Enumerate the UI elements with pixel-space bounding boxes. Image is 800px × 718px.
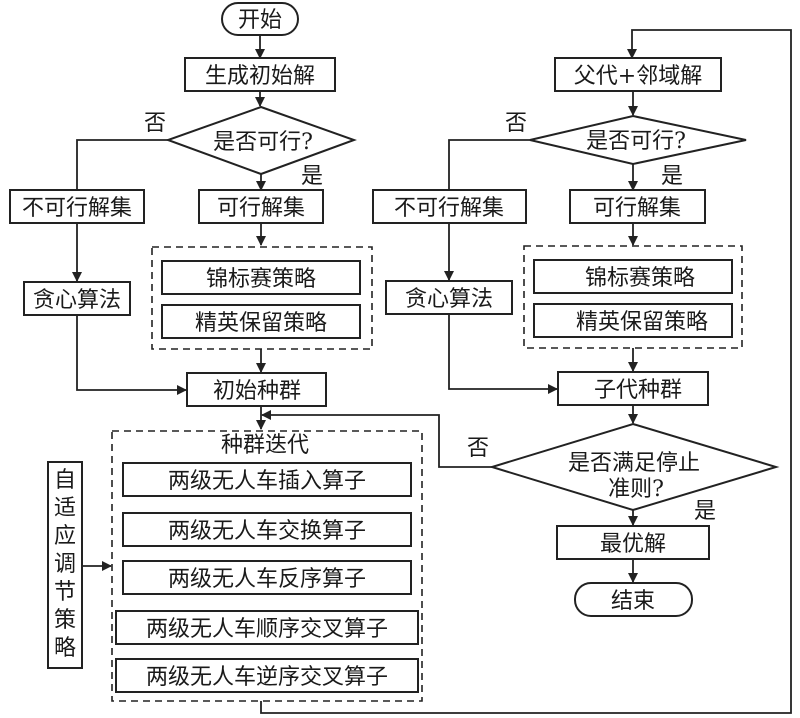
tournament-label-2: 锦标赛策略 bbox=[585, 266, 695, 291]
stop-criterion-label-line1: 是否满足停止 bbox=[568, 451, 700, 476]
elite-node-1: 精英保留策略 bbox=[161, 304, 361, 339]
operator-swap-label: 两级无人车交换算子 bbox=[168, 519, 366, 544]
feasible-set-node-2: 可行解集 bbox=[569, 189, 706, 224]
adaptive-char: 适 bbox=[54, 496, 76, 521]
elite-label-2: 精英保留策略 bbox=[576, 310, 708, 335]
tournament-node-2: 锦标赛策略 bbox=[533, 259, 733, 294]
infeasible-set-node-1: 不可行解集 bbox=[9, 189, 145, 224]
feasible-set-node-1: 可行解集 bbox=[198, 189, 324, 224]
connector bbox=[448, 314, 558, 394]
selection-group-2 bbox=[523, 245, 743, 349]
tournament-label-1: 锦标赛策略 bbox=[206, 267, 316, 292]
connector bbox=[76, 315, 187, 395]
optimal-solution-label: 最优解 bbox=[600, 532, 666, 557]
infeasible-set-label-1: 不可行解集 bbox=[22, 196, 132, 221]
greedy-label-2: 贪心算法 bbox=[405, 287, 493, 312]
connector bbox=[76, 139, 168, 190]
no-label: 否 bbox=[144, 111, 166, 136]
yes-label: 是 bbox=[694, 499, 716, 524]
feasible-set-label-2: 可行解集 bbox=[593, 196, 681, 221]
adaptive-strategy-node: 自 适 应 调 节 策 略 bbox=[47, 461, 83, 669]
adaptive-char: 策 bbox=[54, 608, 76, 633]
offspring-population-node: 子代种群 bbox=[557, 371, 709, 406]
offspring-population-label: 子代种群 bbox=[594, 378, 682, 403]
infeasible-set-node-2: 不可行解集 bbox=[372, 189, 527, 224]
end-node: 结束 bbox=[574, 582, 693, 617]
greedy-node-2: 贪心算法 bbox=[385, 280, 513, 315]
operator-swap-node: 两级无人车交换算子 bbox=[122, 512, 412, 547]
no-label: 否 bbox=[505, 111, 527, 136]
generate-initial-node: 生成初始解 bbox=[184, 57, 336, 92]
start-node: 开始 bbox=[221, 2, 299, 36]
infeasible-set-label-2: 不可行解集 bbox=[394, 196, 504, 221]
feasible-decision-1: 是否可行? bbox=[165, 105, 357, 176]
optimal-solution-node: 最优解 bbox=[556, 525, 710, 560]
yes-label: 是 bbox=[301, 164, 323, 189]
operator-insert-node: 两级无人车插入算子 bbox=[122, 462, 412, 497]
yes-label: 是 bbox=[661, 164, 683, 189]
connector bbox=[448, 139, 530, 190]
no-label: 否 bbox=[467, 436, 489, 461]
operator-reverse-node: 两级无人车反序算子 bbox=[122, 560, 412, 595]
adaptive-char: 应 bbox=[54, 524, 76, 549]
feasible-decision-1-label: 是否可行? bbox=[213, 130, 313, 155]
adaptive-char: 节 bbox=[54, 580, 76, 605]
feasible-decision-2: 是否可行? bbox=[529, 114, 747, 166]
feasible-set-label-1: 可行解集 bbox=[217, 196, 305, 221]
operator-insert-label: 两级无人车插入算子 bbox=[168, 469, 366, 494]
initial-population-label: 初始种群 bbox=[213, 379, 301, 404]
loop-connector bbox=[260, 29, 792, 714]
operator-reverse-crossover-node: 两级无人车逆序交叉算子 bbox=[115, 658, 419, 693]
selection-group-1 bbox=[151, 246, 373, 350]
end-label: 结束 bbox=[611, 589, 655, 614]
greedy-label-1: 贪心算法 bbox=[33, 288, 121, 313]
iteration-group bbox=[111, 430, 423, 702]
adaptive-char: 自 bbox=[54, 468, 76, 493]
elite-label-1: 精英保留策略 bbox=[195, 311, 327, 336]
stop-criterion-label-line2: 准则? bbox=[608, 477, 664, 502]
parent-neighbor-node: 父代+邻域解 bbox=[554, 57, 722, 92]
feasible-decision-2-label: 是否可行? bbox=[586, 129, 686, 154]
start-label: 开始 bbox=[238, 8, 282, 33]
operator-reverse-label: 两级无人车反序算子 bbox=[168, 567, 366, 592]
generate-initial-label: 生成初始解 bbox=[205, 64, 315, 89]
iteration-title: 种群迭代 bbox=[221, 433, 309, 458]
loop-back-connector bbox=[261, 410, 492, 468]
operator-order-crossover-label: 两级无人车顺序交叉算子 bbox=[146, 617, 388, 642]
parent-neighbor-label: 父代+邻域解 bbox=[574, 64, 702, 89]
elite-node-2: 精英保留策略 bbox=[533, 303, 733, 338]
tournament-node-1: 锦标赛策略 bbox=[161, 260, 361, 295]
initial-population-node: 初始种群 bbox=[186, 372, 327, 407]
stop-criterion-decision: 是否满足停止 准则? bbox=[488, 422, 780, 512]
operator-order-crossover-node: 两级无人车顺序交叉算子 bbox=[115, 610, 419, 645]
greedy-node-1: 贪心算法 bbox=[23, 281, 131, 316]
adaptive-char: 调 bbox=[54, 552, 76, 577]
operator-reverse-crossover-label: 两级无人车逆序交叉算子 bbox=[146, 665, 388, 690]
adaptive-char: 略 bbox=[54, 636, 76, 661]
